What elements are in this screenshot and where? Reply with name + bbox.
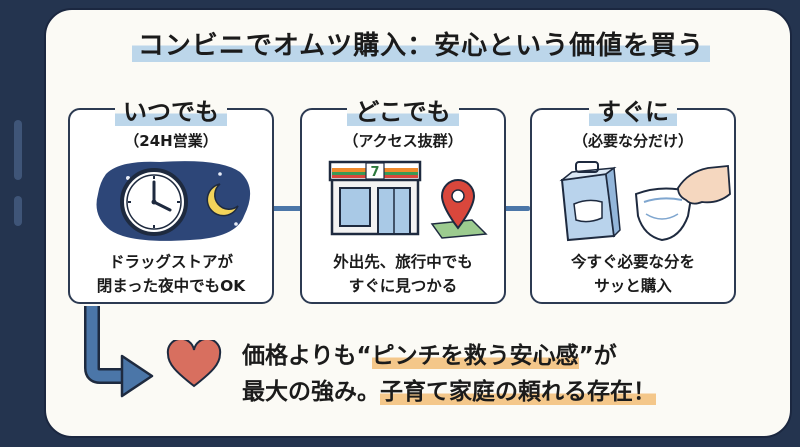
card-subtitle: （必要な分だけ）: [572, 132, 693, 150]
card-anywhere: どこでも （アクセス抜群） 7: [300, 98, 506, 304]
conclusion-text: 価格よりも“ピンチを救う安心感”が 最大の強み。子育て家庭の頼れる存在！: [242, 338, 742, 410]
convenience-store-icon: 7: [328, 160, 422, 236]
clock-night-illustration: [70, 154, 272, 250]
phone-side-button: [14, 196, 22, 226]
card-anytime: いつでも （24H営業）: [68, 98, 274, 304]
store-sign-text: 7: [370, 165, 379, 180]
card-description: 外出先、旅行中でも すぐに見つかる: [333, 253, 473, 295]
store-map-illustration: 7: [302, 154, 504, 250]
card-title: いつでも: [70, 92, 272, 127]
card-description: ドラッグストアが 閉まった夜中でもOK: [96, 253, 246, 295]
conclusion-line-1: 価格よりも“ピンチを救う安心感”が: [242, 343, 617, 369]
map-pin-icon: [430, 179, 488, 239]
diaper-icon: [634, 187, 694, 242]
bent-arrow-icon: [84, 306, 154, 398]
page-title: コンビニでオムツ購入：安心という価値を買う: [76, 18, 766, 68]
card-title: どこでも: [302, 92, 504, 127]
heart-icon: [166, 340, 222, 388]
diaper-pack-icon: [559, 161, 621, 242]
hand-icon: [677, 165, 731, 205]
card-quickly: すぐに （必要な分だけ）: [530, 98, 736, 304]
moon-icon: [206, 183, 239, 217]
card-subtitle: （24H営業）: [124, 132, 218, 150]
diaper-illustration: [532, 154, 734, 250]
page-title-text: コンビニでオムツ購入：安心という価値を買う: [131, 24, 711, 62]
connector-line: [504, 206, 530, 211]
screen: コンビニでオムツ購入：安心という価値を買う いつでも （24H営業）: [44, 8, 792, 438]
phone-side-button: [14, 120, 22, 180]
connector-line: [272, 206, 302, 211]
clock-icon: [120, 168, 188, 236]
card-title: すぐに: [532, 92, 734, 127]
card-subtitle: （アクセス抜群）: [343, 132, 463, 150]
conclusion-line-2: 最大の強み。子育て家庭の頼れる存在！: [242, 379, 656, 405]
card-description: 今すぐ必要な分を サッと購入: [570, 253, 695, 295]
